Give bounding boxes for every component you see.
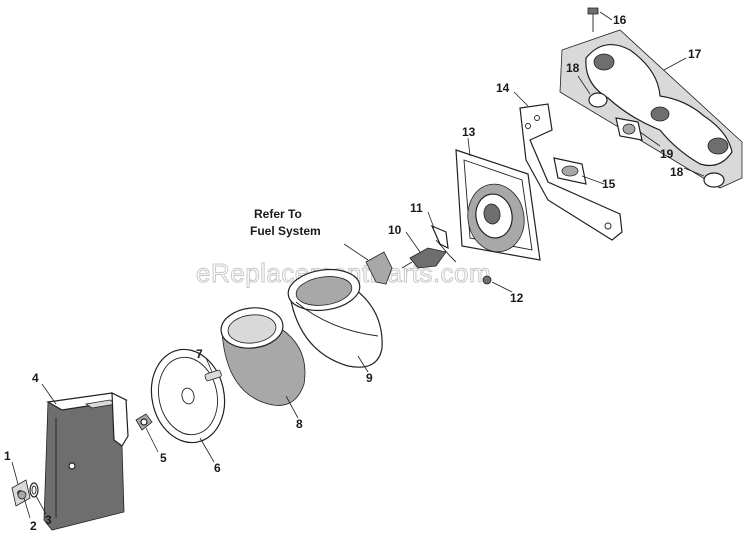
part-2-nut[interactable]	[17, 490, 27, 500]
callout-3: 3	[45, 513, 52, 527]
callout-5: 5	[160, 451, 167, 465]
callout-labels: 1 2 3 4 5 6 7 8 9 10 11 12 13 14 15 16 1…	[4, 13, 702, 533]
callout-6: 6	[214, 461, 221, 475]
part-14-support-bracket[interactable]	[519, 103, 623, 241]
callout-4: 4	[32, 371, 39, 385]
part-12-screw[interactable]	[482, 275, 492, 285]
part-7-stud[interactable]	[204, 369, 222, 382]
part-15-gasket[interactable]	[553, 157, 587, 185]
callout-9: 9	[366, 371, 373, 385]
part-13-backing-plate[interactable]	[455, 149, 541, 261]
part-3-washer[interactable]	[29, 482, 39, 498]
part-6-base-plate[interactable]	[143, 343, 233, 450]
part-11-clip[interactable]	[430, 224, 457, 263]
callout-15: 15	[602, 177, 616, 191]
part-9-air-filter[interactable]	[286, 265, 383, 368]
part-16-bolt[interactable]	[587, 7, 599, 32]
callout-7: 7	[196, 347, 203, 361]
callout-18-upper: 18	[566, 61, 580, 75]
callout-8: 8	[296, 417, 303, 431]
callout-18-lower: 18	[670, 165, 684, 179]
fuel-system-fitting	[365, 251, 393, 285]
callout-1: 1	[4, 449, 11, 463]
part-5-wing-nut[interactable]	[135, 413, 153, 431]
reference-note: Refer To Fuel System	[250, 207, 321, 238]
part-18-gasket-lower[interactable]	[703, 172, 725, 188]
callout-12: 12	[510, 291, 524, 305]
part-18-gasket-upper[interactable]	[588, 92, 608, 108]
part-19-flange-gasket[interactable]	[615, 117, 643, 141]
callout-10: 10	[388, 223, 402, 237]
reference-note-line2: Fuel System	[250, 224, 321, 238]
callout-2: 2	[30, 519, 37, 533]
part-8-pre-cleaner[interactable]	[219, 305, 306, 406]
callout-11: 11	[410, 201, 423, 215]
part-17-manifold[interactable]	[559, 29, 743, 189]
reference-note-line1: Refer To	[254, 207, 302, 221]
callout-13: 13	[462, 125, 476, 139]
part-4-air-cleaner-cover[interactable]	[43, 392, 129, 531]
callout-19: 19	[660, 147, 674, 161]
part-10-bracket[interactable]	[401, 247, 447, 269]
leader-lines	[11, 11, 705, 519]
callout-14: 14	[496, 81, 510, 95]
callout-17: 17	[688, 47, 702, 61]
callout-16: 16	[613, 13, 627, 27]
